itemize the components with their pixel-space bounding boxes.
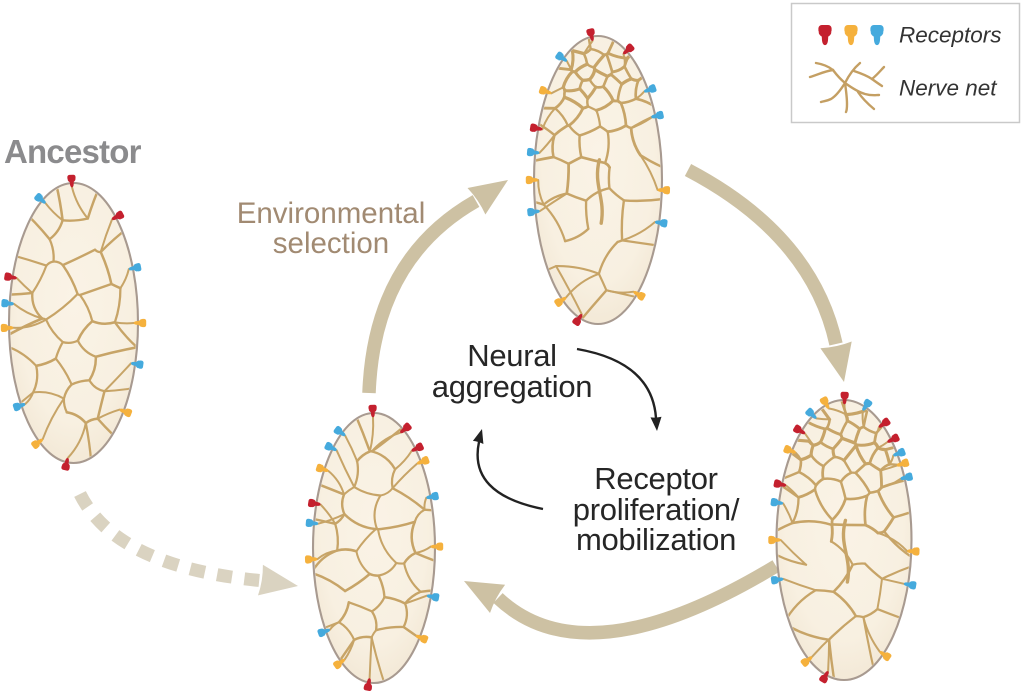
svg-text:aggregation: aggregation (432, 369, 592, 404)
svg-text:proliferation/: proliferation/ (573, 492, 740, 527)
svg-text:selection: selection (273, 227, 389, 260)
svg-text:Nerve net: Nerve net (899, 76, 998, 101)
svg-text:Environmental: Environmental (237, 197, 426, 230)
svg-text:mobilization: mobilization (576, 522, 736, 557)
svg-text:Ancestor: Ancestor (4, 133, 142, 170)
svg-text:Neural: Neural (467, 338, 557, 373)
svg-text:Receptors: Receptors (899, 23, 1002, 48)
svg-text:Receptor: Receptor (594, 461, 717, 496)
